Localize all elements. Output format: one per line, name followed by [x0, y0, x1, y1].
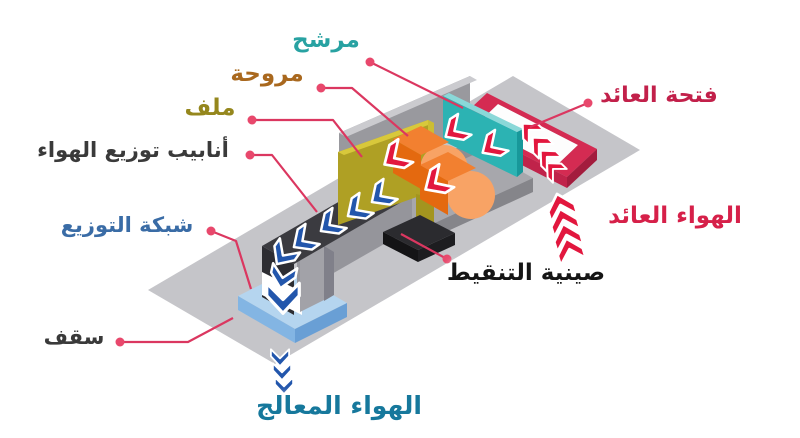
leader-dots — [115, 57, 593, 347]
label-return-air: الهواء العائد — [608, 203, 742, 229]
filter-panel — [443, 93, 523, 177]
drip-tray — [383, 215, 455, 262]
label-return-vent: فتحة العائد — [600, 83, 718, 108]
label-ceiling: سقف — [43, 325, 105, 349]
label-coil: ملف — [184, 95, 236, 121]
label-ducts: أنابيب توزيع الهواء — [37, 138, 229, 162]
label-filter: مرشح — [292, 27, 360, 53]
label-fan: مروحة — [230, 61, 304, 87]
label-grille: شبكة التوزيع — [60, 213, 194, 237]
label-treated-air: الهواء المعالج — [256, 391, 422, 420]
label-drip-tray: صينية التنقيط — [446, 260, 606, 286]
fan-cylinders — [393, 126, 495, 219]
leader-lines — [120, 61, 589, 344]
